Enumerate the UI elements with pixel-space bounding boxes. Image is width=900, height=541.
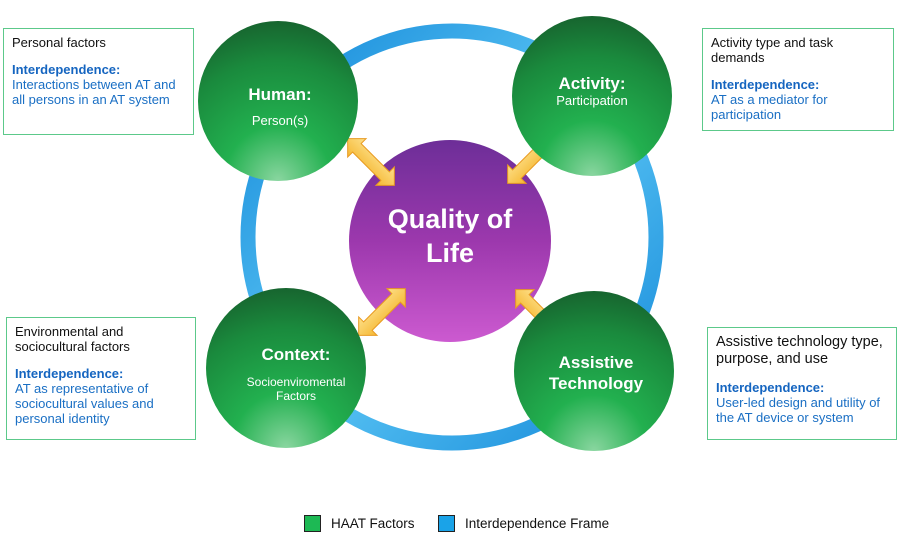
- activity-subtitle: Participation: [556, 93, 628, 108]
- context-subtitle-line2: Factors: [276, 389, 316, 403]
- assistive-technology-info-box: Assistive technology type, purpose, and …: [707, 327, 897, 440]
- context-factor-node: Context: Socioenviromental Factors: [206, 288, 366, 448]
- at-title-line2: Technology: [549, 374, 644, 393]
- context-box-description: Environmental and sociocultural factors: [15, 324, 130, 354]
- context-title: Context:: [262, 345, 331, 364]
- at-title-line1: Assistive: [559, 353, 634, 372]
- at-box-interdependence-label: Interdependence:: [716, 380, 825, 395]
- human-info-box: Personal factors Interdependence: Intera…: [3, 28, 194, 135]
- human-box-description: Personal factors: [12, 35, 106, 50]
- activity-title: Activity:: [558, 74, 625, 93]
- context-box-interdependence-label: Interdependence:: [15, 366, 124, 381]
- activity-info-box: Activity type and task demands Interdepe…: [702, 28, 894, 131]
- quality-of-life-title-line2: Life: [426, 238, 474, 268]
- context-box-interdependence-text: AT as representative of sociocultural va…: [15, 381, 154, 426]
- at-box-interdependence-text: User-led design and utility of the AT de…: [716, 395, 881, 425]
- arrow-context-qol: [358, 288, 406, 336]
- legend-swatch-green: [304, 515, 321, 532]
- human-factor-node: Human: Person(s): [198, 21, 358, 181]
- human-title: Human:: [248, 85, 311, 104]
- legend-label-interdependence-frame: Interdependence Frame: [465, 516, 610, 531]
- context-info-box: Environmental and sociocultural factors …: [6, 317, 196, 440]
- assistive-technology-factor-node: Assistive Technology: [514, 291, 674, 451]
- activity-box-interdependence-text: AT as a mediator for participation: [711, 92, 828, 122]
- activity-box-description: Activity type and task demands: [711, 35, 834, 65]
- activity-factor-node: Activity: Participation: [512, 16, 672, 176]
- at-box-description: Assistive technology type, purpose, and …: [716, 334, 883, 367]
- quality-of-life-title-line1: Quality of: [388, 204, 514, 234]
- context-subtitle-line1: Socioenviromental: [247, 375, 346, 389]
- legend-item-interdependence-frame: Interdependence Frame: [438, 515, 609, 532]
- arrow-human-qol: [347, 138, 395, 186]
- activity-box-interdependence-label: Interdependence:: [711, 77, 820, 92]
- human-box-interdependence-text: Interactions between AT and all persons …: [12, 77, 176, 107]
- human-box-interdependence-label: Interdependence:: [12, 62, 121, 77]
- legend-swatch-blue: [438, 515, 455, 532]
- interdependence-frame-ring: [240, 23, 664, 451]
- legend-label-haat-factors: HAAT Factors: [331, 516, 415, 531]
- human-subtitle: Person(s): [252, 113, 308, 128]
- legend-item-haat-factors: HAAT Factors: [304, 515, 415, 532]
